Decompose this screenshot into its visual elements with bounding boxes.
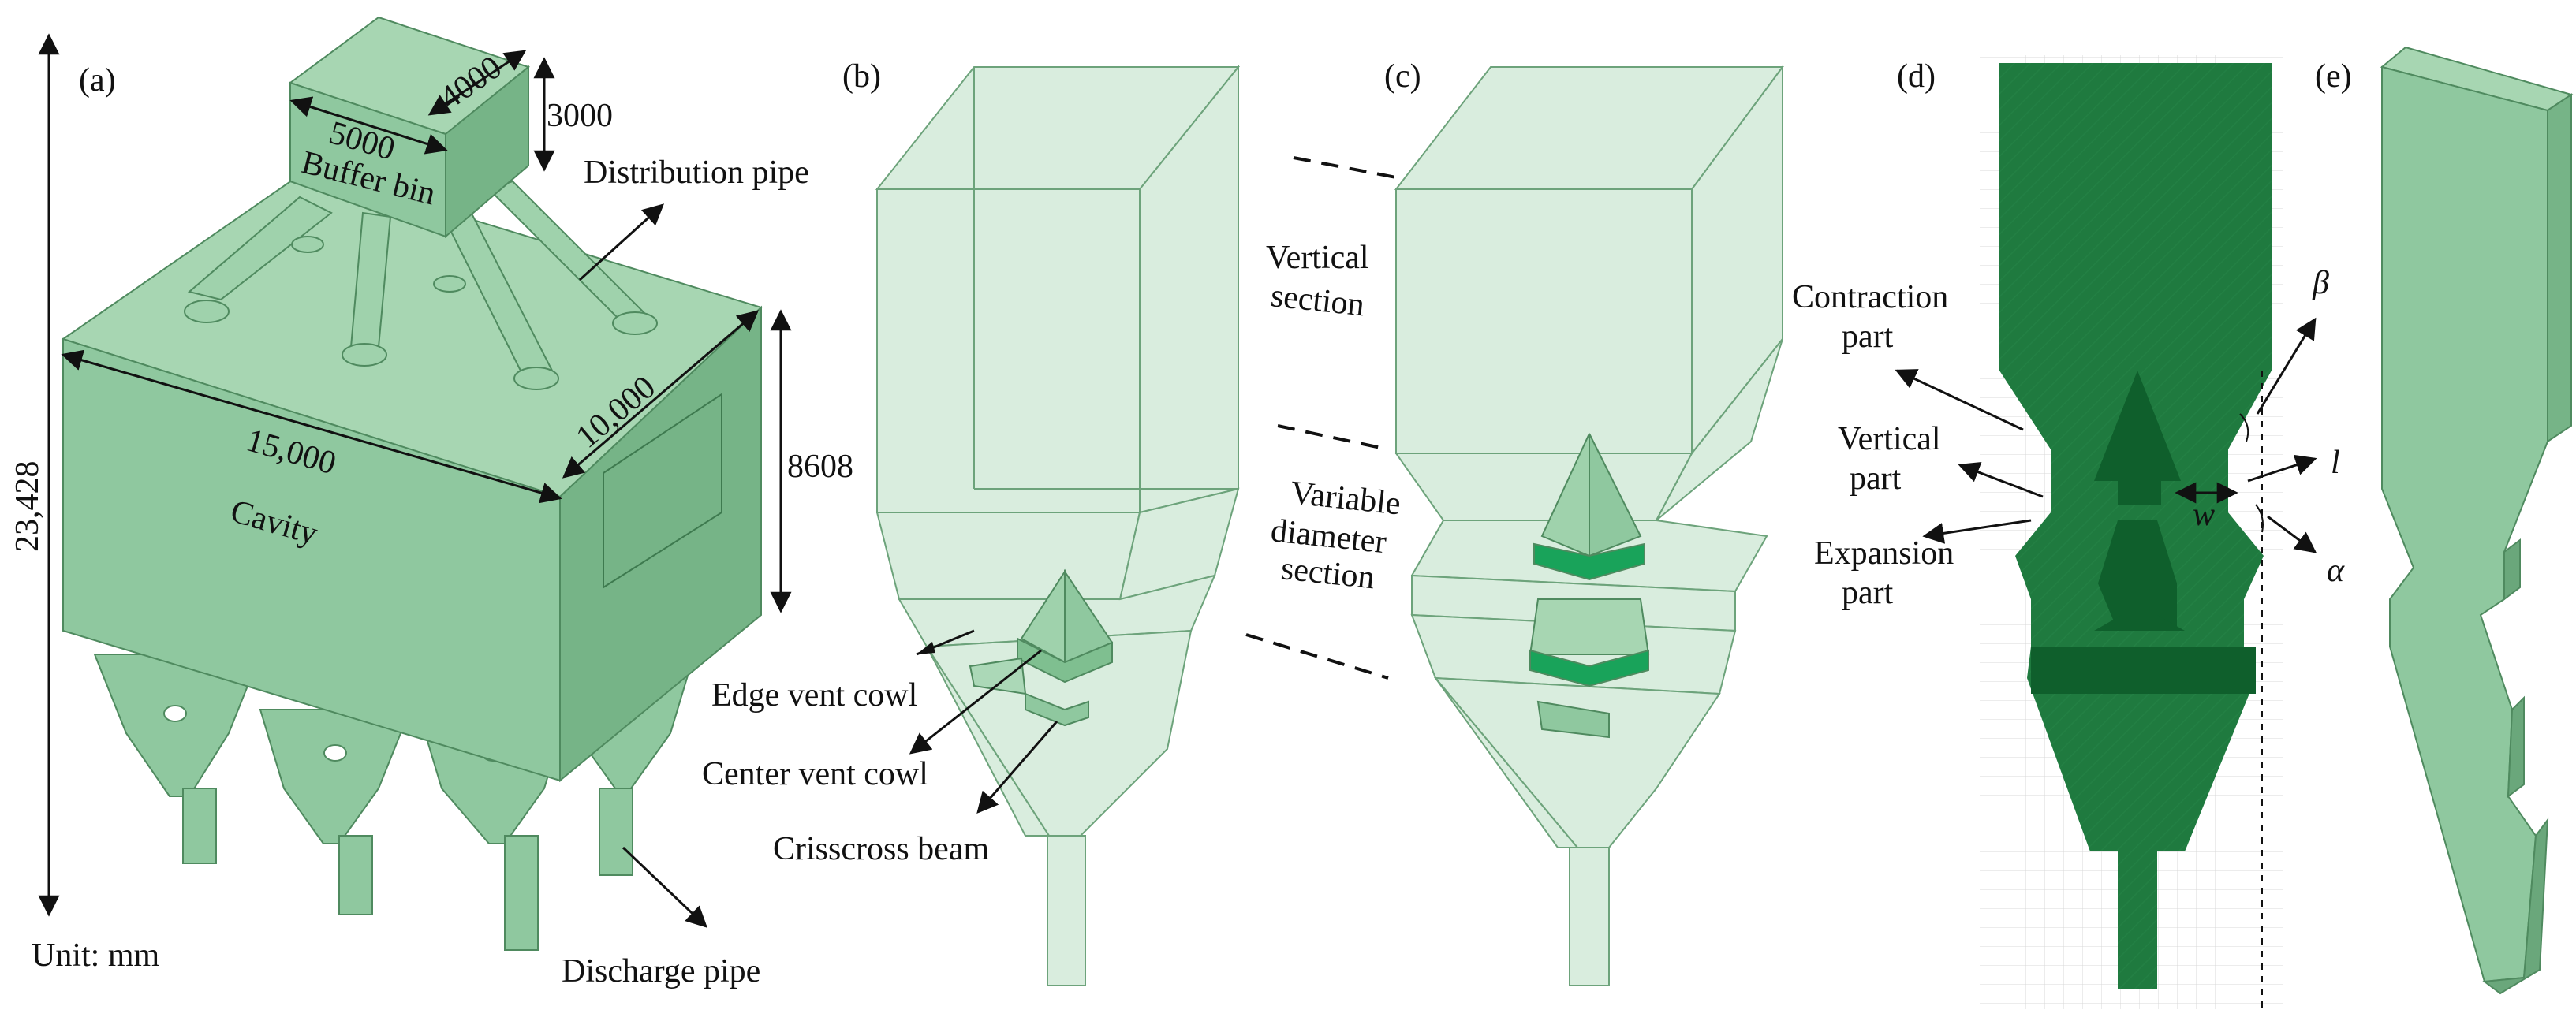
expansion-label-1: Expansion: [1814, 535, 1954, 572]
edge-vent-arrowhead: [917, 642, 935, 654]
crisscross-beam-arrow: [976, 721, 1058, 814]
alpha-arrow: [2267, 515, 2317, 553]
panel-label-d: (d): [1897, 58, 1936, 95]
panel-d: (d) w β l α Contraction part Vertical pa…: [1792, 55, 2345, 1009]
variable-label-1: Variable: [1289, 475, 1402, 522]
alpha-angle-arc: [2255, 504, 2264, 533]
distribution-pipe-arrow: [578, 203, 665, 281]
dim-23428-label: 23,428: [9, 461, 46, 553]
dash-mid: [1277, 424, 1389, 451]
discharge-pipe-arrow: [622, 846, 707, 928]
vertical-part-label-2: part: [1850, 460, 1902, 497]
edge-vent-cowl-label: Edge vent cowl: [711, 677, 917, 714]
inner-cowls-d: [2031, 371, 2256, 694]
vertical-part-arrow: [1958, 462, 2044, 498]
crisscross-beam-label: Crisscross beam: [773, 831, 989, 867]
vertical-section-label-1: Vertical: [1266, 240, 1369, 276]
dash-top: [1293, 156, 1397, 179]
panel-label-e: (e): [2315, 58, 2352, 95]
vent-cowls-c: [1529, 433, 1650, 739]
beta-label: β: [2312, 265, 2329, 301]
center-vent-arrow: [909, 649, 1042, 755]
expansion-arrow: [1922, 519, 2032, 544]
silo-transparent-b: [875, 65, 1241, 986]
contraction-label-2: part: [1842, 319, 1894, 355]
contraction-label-1: Contraction: [1792, 279, 1948, 315]
panel-label-c: (c): [1384, 58, 1421, 95]
vertical-part-label-1: Vertical: [1838, 421, 1941, 457]
silo-transparent-c: [1394, 64, 1784, 986]
beta-arrow: [2256, 317, 2317, 415]
center-vent-cowl-b: [969, 568, 1114, 727]
dim-10000-line: [562, 310, 760, 479]
expansion-label-2: part: [1842, 575, 1894, 611]
dim-3000-label: 3000: [547, 98, 613, 134]
dash-bottom: [1245, 633, 1389, 680]
panel-label-a: (a): [79, 62, 116, 99]
unit-label: Unit: mm: [32, 937, 160, 974]
l-label: l: [2331, 445, 2340, 481]
panel-c: (c) Vertical section Variable diameter s…: [1245, 58, 1784, 986]
panel-label-b: (b): [842, 58, 881, 95]
discharge-pipe-label: Discharge pipe: [562, 953, 760, 989]
vertical-section-label-2: section: [1269, 278, 1366, 323]
side-profile-e: [2380, 46, 2574, 995]
panel-e: (e): [2315, 46, 2574, 995]
dim-8608-label: 8608: [787, 449, 853, 485]
center-vent-cowl-label: Center vent cowl: [702, 756, 928, 792]
distribution-pipe-label: Distribution pipe: [584, 155, 809, 191]
panel-b: (b) Edge vent cowl Center vent cowl: [702, 58, 1241, 986]
contraction-arrow: [1895, 369, 2024, 431]
panel-a: (a) 23,428: [9, 16, 853, 989]
dim-15000-line: [61, 349, 562, 504]
alpha-label: α: [2327, 553, 2345, 589]
l-arrow: [2247, 454, 2317, 483]
w-label: w: [2193, 497, 2215, 533]
dim-5000-line: [289, 96, 448, 155]
beta-angle-arc: [2239, 413, 2249, 442]
